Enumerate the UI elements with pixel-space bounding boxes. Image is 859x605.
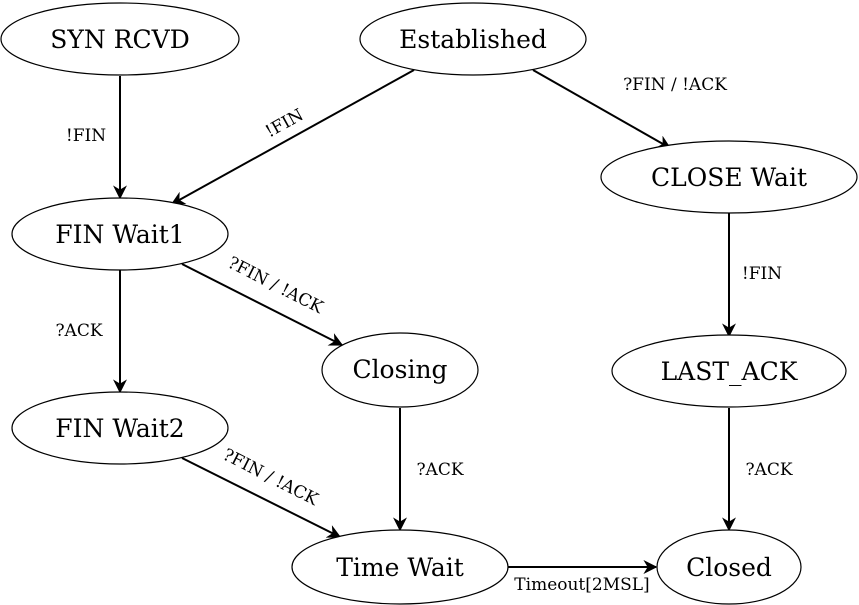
state-fin-wait2: FIN Wait2	[11, 391, 229, 465]
edge-fin-wait1-to-closing	[181, 263, 344, 346]
label-fin2-to-timewait: ?FIN / !ACK	[219, 445, 321, 510]
node-label: LAST_ACK	[661, 357, 799, 386]
label-est-to-fin1: !FIN	[262, 105, 307, 142]
edge-fin-wait2-to-time-wait	[181, 457, 342, 538]
node-shape	[11, 197, 229, 271]
label-closewait-to-lastack: !FIN	[742, 264, 782, 284]
state-syn-rcvd: SYN RCVD	[0, 2, 240, 76]
node-label: FIN Wait1	[55, 220, 184, 249]
node-label: CLOSE Wait	[651, 163, 807, 192]
node-label: Time Wait	[336, 553, 464, 582]
edge-established-to-close-wait	[532, 69, 672, 149]
state-closed: Closed	[656, 529, 802, 605]
node-label: Closing	[352, 355, 447, 384]
edges	[113, 69, 736, 574]
node-label: SYN RCVD	[50, 25, 190, 54]
label-closing-to-timewait: ?ACK	[416, 460, 463, 480]
label-timewait-to-closed: Timeout[2MSL]	[514, 575, 649, 595]
node-shape	[611, 334, 847, 408]
label-syn-to-fin1: !FIN	[66, 126, 106, 146]
node-shape	[656, 529, 802, 605]
node-shape	[291, 529, 509, 605]
node-label: Established	[399, 25, 547, 54]
node-shape	[0, 2, 240, 76]
label-lastack-to-closed: ?ACK	[745, 460, 792, 480]
node-shape	[359, 2, 587, 76]
node-label: Closed	[686, 553, 772, 582]
edge-established-to-fin-wait1	[170, 69, 415, 205]
state-time-wait: Time Wait	[291, 529, 509, 605]
state-established: Established	[359, 2, 587, 76]
label-fin1-to-fin2: ?ACK	[55, 321, 102, 341]
label-est-to-closewait: ?FIN / !ACK	[623, 75, 727, 95]
state-closing: Closing	[321, 332, 479, 408]
node-label: FIN Wait2	[55, 414, 184, 443]
label-fin1-to-closing: ?FIN / !ACK	[224, 253, 326, 318]
node-shape	[321, 332, 479, 408]
node-shape	[600, 140, 858, 214]
state-close-wait: CLOSE Wait	[600, 140, 858, 214]
state-fin-wait1: FIN Wait1	[11, 197, 229, 271]
state-last-ack: LAST_ACK	[611, 334, 847, 408]
node-shape	[11, 391, 229, 465]
